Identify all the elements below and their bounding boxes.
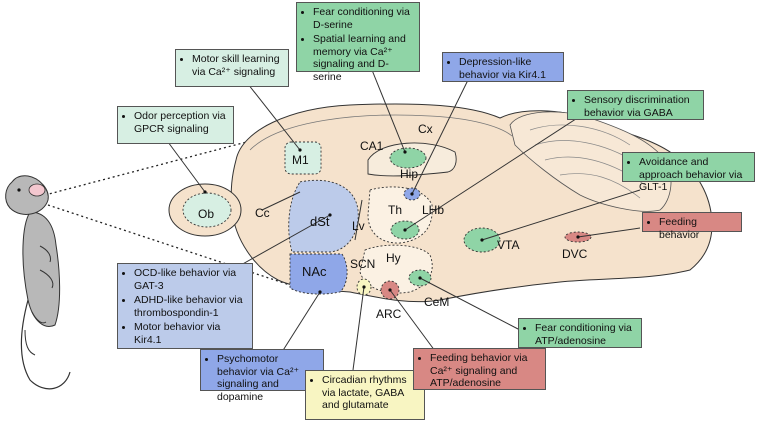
- label-cc: Cc: [255, 206, 270, 220]
- box-odor: Odor perception via GPCR signaling: [117, 106, 234, 144]
- label-ob: Ob: [198, 207, 214, 221]
- box-avoidance: Avoidance and approach behavior via GLT-…: [622, 152, 755, 193]
- label-dst: dSt: [310, 214, 330, 229]
- region-dst: [288, 179, 359, 253]
- projection-line-bottom: [47, 204, 306, 291]
- box-item: Odor perception via GPCR signaling: [134, 110, 227, 135]
- region-m1: [284, 141, 322, 175]
- box-item: Fear conditioning via D-serine: [313, 6, 413, 31]
- label-vta: VTA: [497, 238, 519, 252]
- box-item: Fear conditioning via ATP/adenosine: [535, 322, 635, 347]
- box-feeding: Feeding behavior: [642, 212, 742, 241]
- label-hy: Hy: [386, 251, 401, 265]
- box-fear-atp: Fear conditioning via ATP/adenosine: [518, 318, 642, 348]
- box-fear-serine: Fear conditioning via D-serineSpatial le…: [296, 2, 420, 83]
- mouse-illustration: [5, 175, 71, 390]
- box-item: Avoidance and approach behavior via GLT-…: [639, 156, 748, 194]
- label-dvc: DVC: [562, 247, 588, 261]
- box-circadian: Circadian rhythms via lactate, GABA and …: [305, 370, 425, 420]
- box-item: Spatial learning and memory via Ca²⁺ sig…: [313, 33, 413, 83]
- label-scn: SCN: [350, 257, 375, 271]
- leader-lines: [167, 69, 641, 371]
- box-item: OCD-like behavior via GAT-3: [134, 267, 246, 292]
- label-cx: Cx: [418, 122, 433, 136]
- label-ca1: CA1: [360, 139, 384, 153]
- box-feeding-ca: Feeding behavior via Ca²⁺ signaling and …: [413, 348, 546, 390]
- box-item: ADHD-like behavior via thrombospondin-1: [134, 294, 246, 319]
- label-th: Th: [388, 203, 402, 217]
- box-item: Depression-like behavior via Kir4.1: [459, 56, 557, 81]
- leader-dots: [203, 148, 580, 294]
- label-lhb: LHb: [422, 203, 444, 217]
- region-ca1: [389, 147, 427, 169]
- box-psychomotor: Psychomotor behavior via Ca²⁺ signaling …: [200, 349, 324, 403]
- box-sensory: Sensory discrimination behavior via GABA: [567, 90, 704, 120]
- box-item: Motor skill learning via Ca²⁺ signaling: [192, 53, 282, 78]
- box-motor-skill: Motor skill learning via Ca²⁺ signaling: [175, 49, 289, 87]
- label-hip: Hip: [400, 167, 418, 181]
- region-nac: [289, 253, 348, 295]
- box-item: Sensory discrimination behavior via GABA: [584, 94, 697, 119]
- box-depression: Depression-like behavior via Kir4.1: [442, 52, 564, 82]
- label-cem: CeM: [424, 295, 449, 309]
- box-ocd: OCD-like behavior via GAT-3ADHD-like beh…: [117, 263, 253, 349]
- label-arc: ARC: [376, 307, 402, 321]
- box-item: Psychomotor behavior via Ca²⁺ signaling …: [217, 353, 317, 403]
- label-lv: Lv: [352, 219, 365, 233]
- label-nac: NAc: [302, 264, 327, 279]
- box-item: Feeding behavior via Ca²⁺ signaling and …: [430, 352, 539, 390]
- box-item: Feeding behavior: [659, 216, 735, 241]
- label-m1: M1: [292, 153, 309, 167]
- box-item: Motor behavior via Kir4.1: [134, 321, 246, 346]
- box-item: Circadian rhythms via lactate, GABA and …: [322, 374, 418, 412]
